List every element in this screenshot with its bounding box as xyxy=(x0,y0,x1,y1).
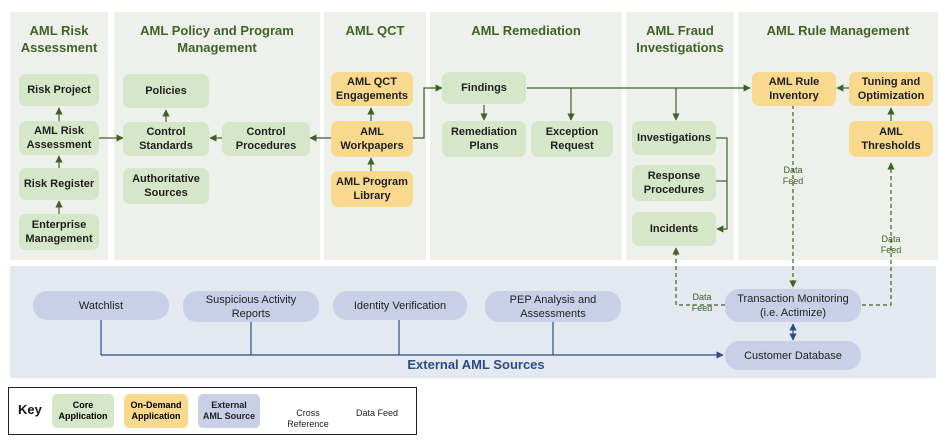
key-ondemand-application: On-Demand Application xyxy=(124,394,188,428)
aml-workpapers-box: AML Workpapers xyxy=(331,121,413,157)
control-procedures-box: Control Procedures xyxy=(222,122,310,156)
panel-title-qct: AML QCT xyxy=(345,23,405,38)
investigations-box: Investigations xyxy=(632,121,716,155)
control-standards-box: Control Standards xyxy=(123,122,209,156)
transaction-monitoring-box: Transaction Monitoring (i.e. Actimize) xyxy=(725,289,861,322)
findings-box: Findings xyxy=(442,72,526,104)
external-sources-title: External AML Sources xyxy=(407,357,545,372)
data-feed-label-incidents: Data Feed xyxy=(691,292,713,313)
qct-engagements-box: AML QCT Engagements xyxy=(331,72,413,106)
data-feed-label-thresholds: Data Feed xyxy=(880,234,902,255)
key-cross-reference-label: Cross Reference xyxy=(287,408,329,429)
panel-title-policy: AML Policy and Program Management xyxy=(140,23,294,55)
data-feed-label-rule: Data Feed xyxy=(782,165,804,186)
key-external-source: External AML Source xyxy=(198,394,260,428)
tuning-optimization-box: Tuning and Optimization xyxy=(849,72,933,106)
key-title: Key xyxy=(18,402,42,417)
panel-rule-management: AML Rule Management xyxy=(738,12,938,260)
incidents-box: Incidents xyxy=(632,212,716,246)
watchlist-box: Watchlist xyxy=(33,291,169,320)
legend-key: Key Core Application On-Demand Applicati… xyxy=(8,387,417,435)
identity-verification-box: Identity Verification xyxy=(333,291,467,320)
pep-analysis-box: PEP Analysis and Assessments xyxy=(485,291,621,322)
customer-database-box: Customer Database xyxy=(725,341,861,370)
aml-thresholds-box: AML Thresholds xyxy=(849,121,933,157)
response-procedures-box: Response Procedures xyxy=(632,165,716,201)
exception-request-box: Exception Request xyxy=(531,121,613,157)
aml-program-library-box: AML Program Library xyxy=(331,171,413,207)
key-data-feed-label: Data Feed xyxy=(355,408,399,418)
aml-risk-assessment-box: AML Risk Assessment xyxy=(19,121,99,155)
enterprise-management-box: Enterprise Management xyxy=(19,214,99,250)
panel-title-fraud: AML Fraud Investigations xyxy=(636,23,724,55)
policies-box: Policies xyxy=(123,74,209,108)
panel-title-remediation: AML Remediation xyxy=(471,23,581,38)
risk-register-box: Risk Register xyxy=(19,168,99,200)
authoritative-sources-box: Authoritative Sources xyxy=(123,168,209,204)
panel-title-risk: AML Risk Assessment xyxy=(20,23,98,55)
key-core-application: Core Application xyxy=(52,394,114,428)
suspicious-activity-reports-box: Suspicious Activity Reports xyxy=(183,291,319,322)
panel-title-rule: AML Rule Management xyxy=(766,23,910,38)
risk-project-box: Risk Project xyxy=(19,74,99,106)
aml-rule-inventory-box: AML Rule Inventory xyxy=(752,72,836,106)
remediation-plans-box: Remediation Plans xyxy=(442,121,526,157)
